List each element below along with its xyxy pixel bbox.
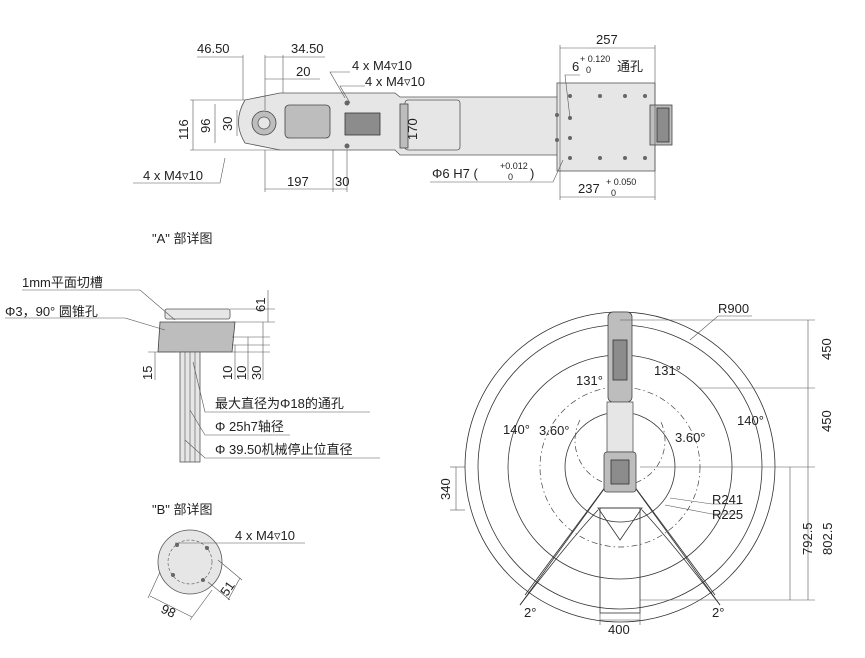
detail-b-title: "B" 部详图 [152,502,213,517]
dim-30-vertical: 30 [220,117,235,131]
dim-257: 257 [596,32,618,47]
radius-225: R225 [712,507,743,522]
phi6-close: ) [530,166,534,181]
detail-b-drawing [147,529,305,621]
dim-98: 98 [159,601,178,621]
dim-30: 30 [249,366,264,380]
radius-900: R900 [718,301,749,316]
dim-170: 170 [405,118,420,140]
detail-a-title: "A" 部详图 [152,231,213,246]
note-m4-c: 4 x M4▿10 [143,168,203,183]
angle-140-left: 140° [503,422,530,437]
workspace-labels: R900 R241 R225 450 450 792.5 802.5 340 4… [438,301,835,637]
dim-792-5: 792.5 [800,522,815,555]
dim-197: 197 [287,174,309,189]
dim-10-a: 10 [220,366,235,380]
dim-400: 400 [608,622,630,637]
angle-3-60-right: 3.60° [675,430,706,445]
dim-340: 340 [438,478,453,500]
radius-241: R241 [712,492,743,507]
note-shaft-diameter: Φ 25h7轴径 [215,419,284,434]
note-cone-hole: Φ3，90° 圆锥孔 [5,304,98,319]
top-view-labels: 46.50 34.50 20 116 96 30 197 30 170 257 … [143,32,643,198]
through-hole-label: 通孔 [617,59,643,74]
dim-51: 51 [217,578,238,598]
dim-802-5: 802.5 [820,522,835,555]
dim-46-50: 46.50 [197,41,230,56]
dim-237: 237 [578,181,600,196]
dim-15: 15 [140,366,155,380]
dim-30-horizontal: 30 [335,174,349,189]
detail-a-drawing [5,289,380,463]
dim-450-top: 450 [819,338,834,360]
dim-116: 116 [176,119,191,140]
detail-a-labels: 1mm平面切槽 Φ3，90° 圆锥孔 最大直径为Φ18的通孔 Φ 25h7轴径 … [5,275,353,457]
angle-131-right: 131° [654,363,681,378]
phi6-tol-lower: 0 [508,172,513,182]
detail-b-labels: 4 x M4▿10 98 51 [159,528,295,621]
hole6-tol-lower: 0 [586,65,591,75]
dim-20: 20 [296,64,310,79]
note-m4-a: 4 x M4▿10 [352,58,412,73]
note-flat-slot: 1mm平面切槽 [22,275,103,290]
dim-96: 96 [198,119,213,133]
top-view [133,45,673,200]
dim-450-mid: 450 [819,410,834,432]
dim-237-tol-upper: + 0.050 [606,177,636,187]
note-m4-detail-b: 4 x M4▿10 [235,528,295,543]
dim-61: 61 [253,298,268,312]
phi6-h7-label: Φ6 H7 ( [432,166,478,181]
angle-3-60-left: 3.60° [539,423,570,438]
note-m4-b: 4 x M4▿10 [365,74,425,89]
dim-34-50: 34.50 [291,41,324,56]
angle-2-left: 2° [524,605,536,620]
hole6-tol-upper: + 0.120 [580,54,610,64]
workspace-drawing [450,311,815,625]
dim-10-b: 10 [234,366,249,380]
note-max-diameter: 最大直径为Φ18的通孔 [215,396,344,411]
angle-131-left: 131° [576,373,603,388]
note-stop-diameter: Φ 39.50机械停止位直径 [215,442,353,457]
phi6-tol-upper: +0.012 [500,161,528,171]
hole6-prefix: 6 [572,59,579,74]
angle-140-right: 140° [737,413,764,428]
dim-237-tol-lower: 0 [611,188,616,198]
angle-2-right: 2° [712,605,724,620]
